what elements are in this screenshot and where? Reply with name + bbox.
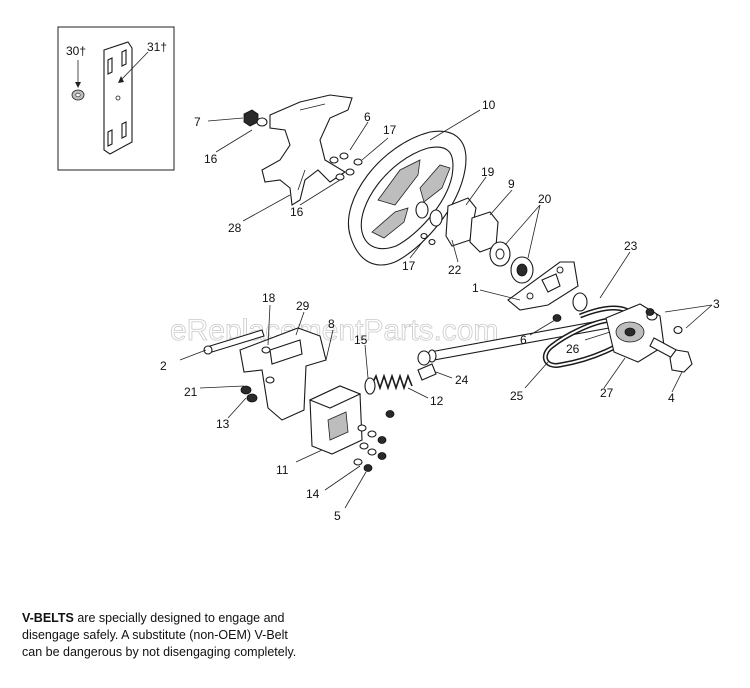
callout-23: 23 [624,239,638,253]
lever-hardware [240,346,275,403]
impeller-part [261,94,353,206]
bearing-assembly [415,197,534,284]
spring-part [364,373,413,395]
callout-12: 12 [430,394,444,408]
callout-18: 18 [262,291,276,305]
shaft-spacers [417,292,588,366]
idler-arm-part [605,303,665,363]
callout-31: 31† [147,40,167,54]
callout-13: 13 [216,417,230,431]
washer-part [71,89,85,101]
callout-21: 21 [184,385,198,399]
callout-16: 16 [290,205,304,219]
callout-labels: 30† 31† 7 16 6 17 10 28 16 19 9 20 17 22… [66,40,720,523]
inset-box [57,26,175,171]
nuts-washers [353,410,395,472]
nuts-3 [645,308,683,335]
leader-lines [179,109,713,509]
callout-17: 17 [402,259,416,273]
bolt-4 [649,337,693,373]
callout-25: 25 [510,389,524,403]
callout-3: 3 [713,297,720,311]
sleeve-24 [417,363,437,381]
callout-22: 22 [448,263,462,277]
callout-19: 19 [481,165,495,179]
callout-10: 10 [482,98,496,112]
callout-27: 27 [600,386,614,400]
housing-part [348,130,467,266]
v-belt-warning-note: V-BELTS are specially designed to engage… [22,610,442,661]
callout-4: 4 [668,391,675,405]
callout-15: 15 [354,333,368,347]
note-line-2: disengage safely. A substitute (non-OEM)… [22,628,288,642]
callout-2: 2 [160,359,167,373]
callout-8: 8 [328,317,335,331]
callout-9: 9 [508,177,515,191]
callout-7: 7 [194,115,201,129]
callout-1: 1 [472,281,479,295]
callout-26: 26 [566,342,580,356]
callout-28: 28 [228,221,242,235]
callout-17: 17 [383,123,397,137]
callout-29: 29 [296,299,310,313]
callout-11: 11 [276,463,289,477]
exploded-parts-diagram: eReplacementParts.com [57,26,720,523]
callout-20: 20 [538,192,552,206]
note-line-3: can be dangerous by not disengaging comp… [22,645,297,659]
callout-6: 6 [364,110,371,124]
callout-16: 16 [204,152,218,166]
note-line-1: V-BELTS are specially designed to engage… [22,610,442,627]
callout-30: 30† [66,44,86,58]
callout-5: 5 [334,509,341,523]
callout-14: 14 [306,487,320,501]
blade-part [103,41,133,155]
bracket-plate [507,261,579,311]
mount-block-part [308,385,363,455]
callout-6: 6 [520,333,527,347]
callout-24: 24 [455,373,469,387]
note-line-1-rest: are specially designed to engage and [73,611,285,625]
lever-bracket-part [203,327,327,421]
note-bold: V-BELTS [22,611,74,625]
impeller-hardware [243,109,363,181]
